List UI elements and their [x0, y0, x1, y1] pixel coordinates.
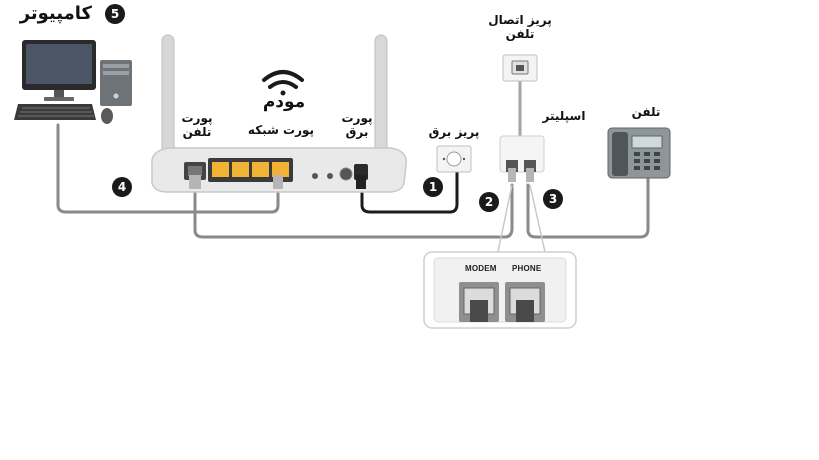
- modem-line-cable: [193, 183, 514, 239]
- mouse: [101, 108, 113, 124]
- step-badge-5: 5: [105, 4, 125, 24]
- splitter: [499, 135, 545, 182]
- modem-label: مودم: [262, 92, 306, 112]
- splitter-detail: [423, 251, 577, 329]
- power-outlet: [436, 145, 472, 173]
- power-cable: [360, 165, 459, 214]
- computer: [14, 40, 132, 124]
- antenna-left: [161, 34, 175, 161]
- power-button: [339, 167, 353, 181]
- step-badge-2: 2: [479, 192, 499, 212]
- network-cable: [56, 123, 280, 214]
- wall-phone-jack: [502, 54, 538, 82]
- network-port-label: پورت شبکه: [247, 123, 315, 137]
- phone-cable: [526, 176, 650, 239]
- phone-jack-label: پریز اتصال تلفن: [488, 13, 552, 41]
- wifi-icon: [262, 70, 304, 96]
- lan-ports: [208, 158, 293, 182]
- power-outlet-label: پریز برق: [428, 125, 480, 139]
- computer-label: کامپیوتر: [19, 3, 92, 24]
- modem: [151, 34, 407, 193]
- detail-phone-tag: PHONE: [512, 264, 542, 273]
- phone-port-label: پورت تلفن: [181, 111, 213, 139]
- splitter-label: اسپلیتر: [542, 109, 586, 123]
- antenna-right: [374, 34, 388, 161]
- detail-modem-tag: MODEM: [465, 264, 497, 273]
- step-badge-3: 3: [543, 189, 563, 209]
- step-badge-4: 4: [112, 177, 132, 197]
- telephone: [607, 127, 671, 179]
- step-badge-1: 1: [423, 177, 443, 197]
- power-port-label: پورت برق: [341, 111, 373, 139]
- detail-leader: [497, 184, 546, 253]
- telephone-label: تلفن: [631, 105, 661, 119]
